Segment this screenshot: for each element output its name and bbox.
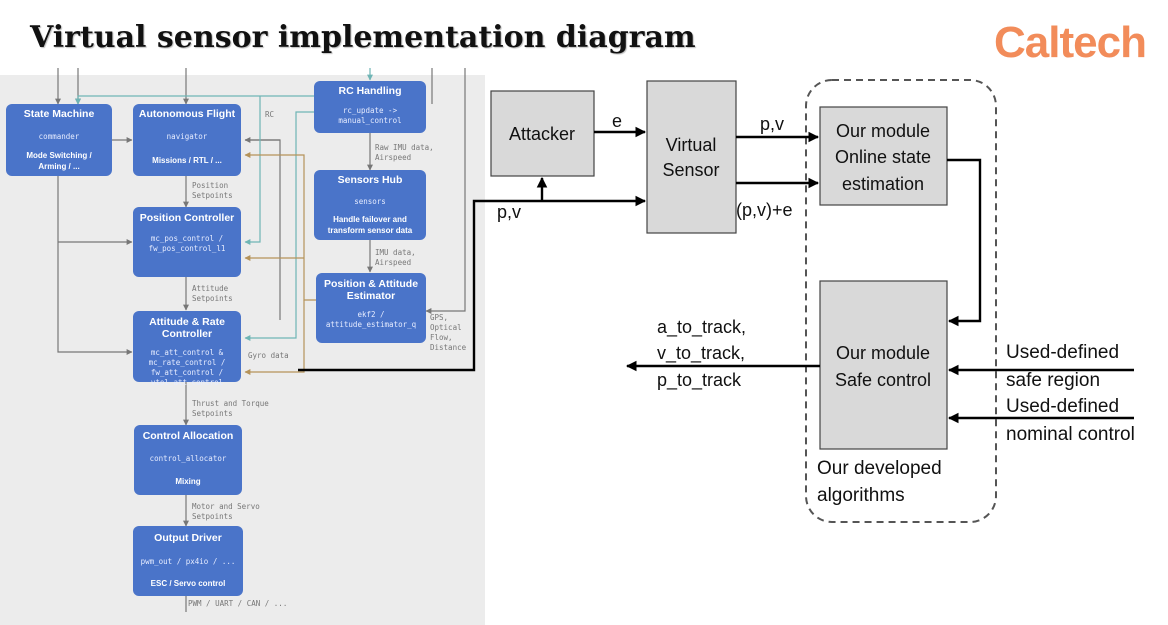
svg-text:Raw IMU data,: Raw IMU data, [375,143,434,152]
svg-text:mc_pos_control /: mc_pos_control / [151,234,223,243]
svg-text:RC Handling: RC Handling [339,85,402,97]
svg-text:Used-defined: Used-defined [1006,342,1119,363]
svg-text:GPS,: GPS, [430,313,448,322]
svg-text:RC: RC [265,110,274,119]
svg-text:Our developed: Our developed [817,458,942,479]
svg-text:vtol_att_control: vtol_att_control [151,378,223,387]
svg-text:rc_update ->: rc_update -> [343,106,398,115]
svg-text:pwm_out / px4io / ...: pwm_out / px4io / ... [141,557,236,566]
svg-text:Virtual: Virtual [666,135,717,155]
svg-text:Attacker: Attacker [509,124,575,144]
svg-text:Attitude & Rate: Attitude & Rate [149,316,225,328]
box-rc-handling: RC Handling rc_update -> manual_control [314,81,426,133]
svg-text:Missions / RTL / ...: Missions / RTL / ... [152,156,222,165]
svg-text:fw_pos_control_l1: fw_pos_control_l1 [149,244,226,253]
svg-text:Mixing: Mixing [175,477,200,486]
svg-text:v_to_track,: v_to_track, [657,343,745,364]
svg-text:Airspeed: Airspeed [375,258,411,267]
caltech-logo: Caltech [994,18,1147,67]
svg-text:mc_rate_control /: mc_rate_control / [149,358,226,367]
svg-text:sensors: sensors [354,197,386,206]
svg-text:Position & Attitude: Position & Attitude [324,278,418,290]
svg-text:attitude_estimator_q: attitude_estimator_q [326,320,416,329]
svg-text:Optical: Optical [430,323,462,332]
box-sensors-hub: Sensors Hub sensors Handle failover and … [314,170,426,240]
svg-text:Motor and Servo: Motor and Servo [192,502,260,511]
svg-text:ekf2 /: ekf2 / [357,310,384,319]
block-virtual-sensor: Virtual Sensor [646,80,737,234]
svg-text:manual_control: manual_control [338,116,401,125]
svg-text:p_to_track: p_to_track [657,370,742,391]
svg-text:control_allocator: control_allocator [150,454,227,463]
svg-text:Position Controller: Position Controller [140,212,235,224]
svg-text:nominal control: nominal control [1006,424,1135,445]
svg-text:p,v: p,v [760,114,784,134]
svg-text:Sensor: Sensor [662,160,719,180]
svg-text:Sensors Hub: Sensors Hub [338,174,403,186]
svg-text:estimation: estimation [842,174,924,194]
svg-text:Output Driver: Output Driver [154,532,222,544]
svg-text:navigator: navigator [167,132,208,141]
svg-text:Arming / ...: Arming / ... [38,162,79,171]
svg-text:Handle failover and: Handle failover and [333,215,407,224]
svg-text:Position: Position [192,181,228,190]
svg-text:PWM / UART / CAN / ...: PWM / UART / CAN / ... [188,599,287,608]
svg-text:Distance: Distance [430,343,467,352]
box-state-machine: State Machine commander Mode Switching /… [6,104,112,176]
px4-estimator-connectors [244,152,316,375]
svg-text:Attitude: Attitude [192,284,229,293]
box-output-driver: Output Driver pwm_out / px4io / ... ESC … [133,526,243,596]
box-autonomous-flight: Autonomous Flight navigator Missions / R… [133,104,241,176]
svg-text:p,v: p,v [497,202,521,222]
svg-text:Mode Switching /: Mode Switching / [26,151,92,160]
box-position-controller: Position Controller mc_pos_control / fw_… [133,207,241,277]
svg-text:Setpoints: Setpoints [192,512,233,521]
svg-text:Setpoints: Setpoints [192,409,233,418]
box-position-attitude-estimator: Position & Attitude Estimator ekf2 / att… [316,273,426,343]
svg-text:Estimator: Estimator [347,290,395,302]
svg-text:Control Allocation: Control Allocation [143,430,234,442]
px4-gray-connectors [55,68,466,612]
svg-text:Used-defined: Used-defined [1006,396,1119,417]
svg-text:Setpoints: Setpoints [192,191,233,200]
svg-text:fw_att_control /: fw_att_control / [151,368,223,377]
svg-text:commander: commander [39,132,80,141]
block-online-state-estimation: Our module Online state estimation [819,106,948,206]
px4-rc-connectors [75,68,373,341]
svg-text:mc_att_control &: mc_att_control & [151,348,224,357]
px4-flow-labels: RC Position Setpoints Raw IMU data, Airs… [188,110,467,608]
svg-text:a_to_track,: a_to_track, [657,317,746,338]
svg-text:ESC / Servo control: ESC / Servo control [151,579,226,588]
developed-algorithms-region [805,79,997,523]
svg-text:Setpoints: Setpoints [192,294,233,303]
svg-text:IMU data,: IMU data, [375,248,416,257]
svg-text:transform sensor data: transform sensor data [328,226,413,235]
svg-text:Airspeed: Airspeed [375,153,411,162]
signal-connectors [298,126,1134,424]
box-attitude-rate-controller: Attitude & Rate Controller mc_att_contro… [133,311,241,387]
svg-text:Our module: Our module [836,343,930,363]
svg-text:Autonomous Flight: Autonomous Flight [139,108,236,120]
signal-labels: e p,v p,v (p,v)+e a_to_track, v_to_track… [497,111,1135,506]
block-attacker: Attacker [490,90,595,177]
svg-text:safe region: safe region [1006,370,1100,391]
svg-text:Our module: Our module [836,121,930,141]
svg-text:Online state: Online state [835,147,931,167]
svg-text:Safe control: Safe control [835,370,931,390]
svg-text:Thrust and Torque: Thrust and Torque [192,399,269,408]
svg-text:(p,v)+e: (p,v)+e [736,200,793,220]
svg-text:e: e [612,111,622,131]
box-control-allocation: Control Allocation control_allocator Mix… [134,425,242,495]
svg-text:Gyro data: Gyro data [248,351,289,360]
svg-text:Flow,: Flow, [430,333,453,342]
page-title: Virtual sensor implementation diagram [30,20,696,55]
block-safe-control: Our module Safe control [819,280,948,450]
svg-text:State Machine: State Machine [24,108,95,120]
svg-text:algorithms: algorithms [817,485,905,506]
svg-text:Controller: Controller [162,328,212,340]
